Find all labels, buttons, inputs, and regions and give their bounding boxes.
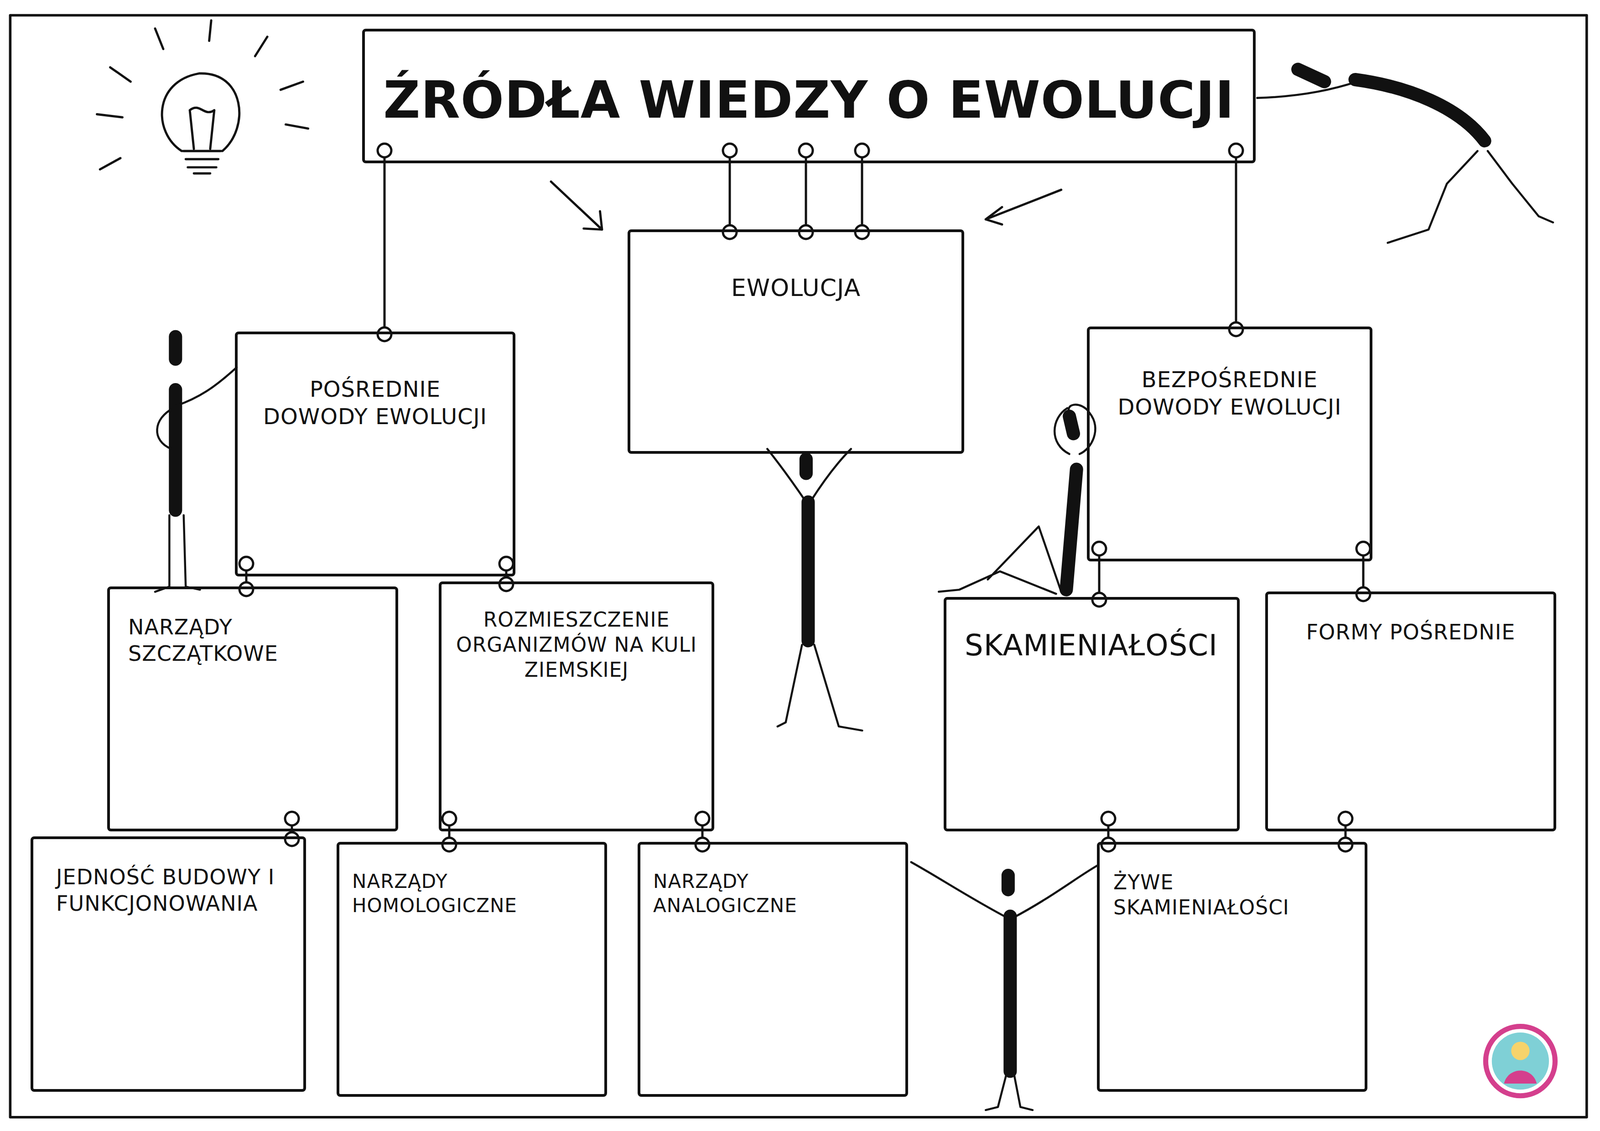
hanging-ring	[499, 556, 514, 571]
card-label: EWOLUCJA	[648, 273, 944, 303]
hanging-ring	[239, 556, 254, 571]
hanging-ring	[1101, 811, 1116, 826]
hanging-ring	[1356, 541, 1371, 556]
hanging-ring	[285, 811, 299, 826]
hanging-ring	[695, 811, 710, 826]
topic-card: BEZPOŚREDNIE DOWODY EWOLUCJI	[1086, 326, 1373, 562]
card-label: NARZĄDY HOMOLOGICZNE	[352, 869, 592, 918]
card-label: ROZMIESZCZENIE ORGANIZMÓW NA KULI ZIEMSK…	[455, 607, 698, 683]
hanging-ring	[442, 811, 457, 826]
light-bulb	[97, 20, 309, 174]
hanging-ring	[695, 837, 710, 852]
card-label: NARZĄDY ANALOGICZNE	[653, 869, 893, 918]
topic-card: NARZĄDY HOMOLOGICZNE	[336, 841, 608, 1097]
hanging-ring	[442, 837, 457, 852]
topic-card: POŚREDNIE DOWODY EWOLUCJI	[234, 331, 516, 577]
stick-figure	[767, 448, 863, 731]
card-label: FORMY POŚREDNIE	[1281, 619, 1540, 646]
hanging-ring	[377, 143, 392, 158]
hanging-ring	[1092, 541, 1107, 556]
hanging-ring	[1092, 592, 1107, 607]
hanging-ring	[377, 327, 392, 342]
hanging-ring	[799, 225, 813, 239]
topic-card: NARZĄDY SZCZĄTKOWE	[107, 586, 399, 832]
card-label: SKAMIENIAŁOŚCI	[964, 627, 1219, 664]
hanging-ring	[855, 143, 869, 158]
topic-card: NARZĄDY ANALOGICZNE	[637, 841, 909, 1097]
hanging-string	[1235, 150, 1238, 330]
hanging-ring	[239, 582, 254, 597]
topic-card: ROZMIESZCZENIE ORGANIZMÓW NA KULI ZIEMSK…	[438, 581, 715, 832]
stick-figure	[155, 336, 237, 592]
hanging-ring	[855, 225, 869, 239]
topic-card: JEDNOŚĆ BUDOWY I FUNKCJONOWANIA	[30, 836, 307, 1092]
card-label: JEDNOŚĆ BUDOWY I FUNKCJONOWANIA	[56, 864, 281, 917]
hanging-ring	[1229, 322, 1243, 337]
topic-card: SKAMIENIAŁOŚCI	[943, 597, 1240, 832]
stick-figure	[911, 862, 1098, 1111]
hanging-ring	[1229, 143, 1243, 158]
hanging-ring	[1101, 837, 1116, 852]
title-banner: ŹRÓDŁA WIEDZY O EWOLUCJI	[362, 28, 1256, 164]
card-label: ŻYWE SKAMIENIAŁOŚCI	[1113, 869, 1351, 920]
hanging-ring	[799, 143, 813, 158]
card-label: BEZPOŚREDNIE DOWODY EWOLUCJI	[1103, 365, 1356, 421]
connector-group	[239, 143, 1371, 852]
card-label: NARZĄDY SZCZĄTKOWE	[128, 614, 378, 667]
topic-card: ŻYWE SKAMIENIAŁOŚCI	[1096, 841, 1368, 1092]
hanging-ring	[499, 577, 514, 592]
author-logo	[1485, 1026, 1555, 1097]
title-text: ŹRÓDŁA WIEDZY O EWOLUCJI	[383, 67, 1235, 132]
page-frame	[10, 15, 1587, 1118]
card-label: POŚREDNIE DOWODY EWOLUCJI	[255, 375, 495, 431]
hanging-ring	[722, 225, 737, 239]
hanging-string	[383, 150, 386, 335]
hanging-ring	[285, 832, 299, 847]
topic-card: FORMY POŚREDNIE	[1265, 591, 1557, 832]
topic-card: EWOLUCJA	[627, 229, 965, 454]
hanging-ring	[1338, 837, 1353, 852]
hanging-ring	[1338, 811, 1353, 826]
hanging-ring	[1356, 587, 1371, 602]
hanging-ring	[722, 143, 737, 158]
stick-figure	[1257, 69, 1554, 243]
